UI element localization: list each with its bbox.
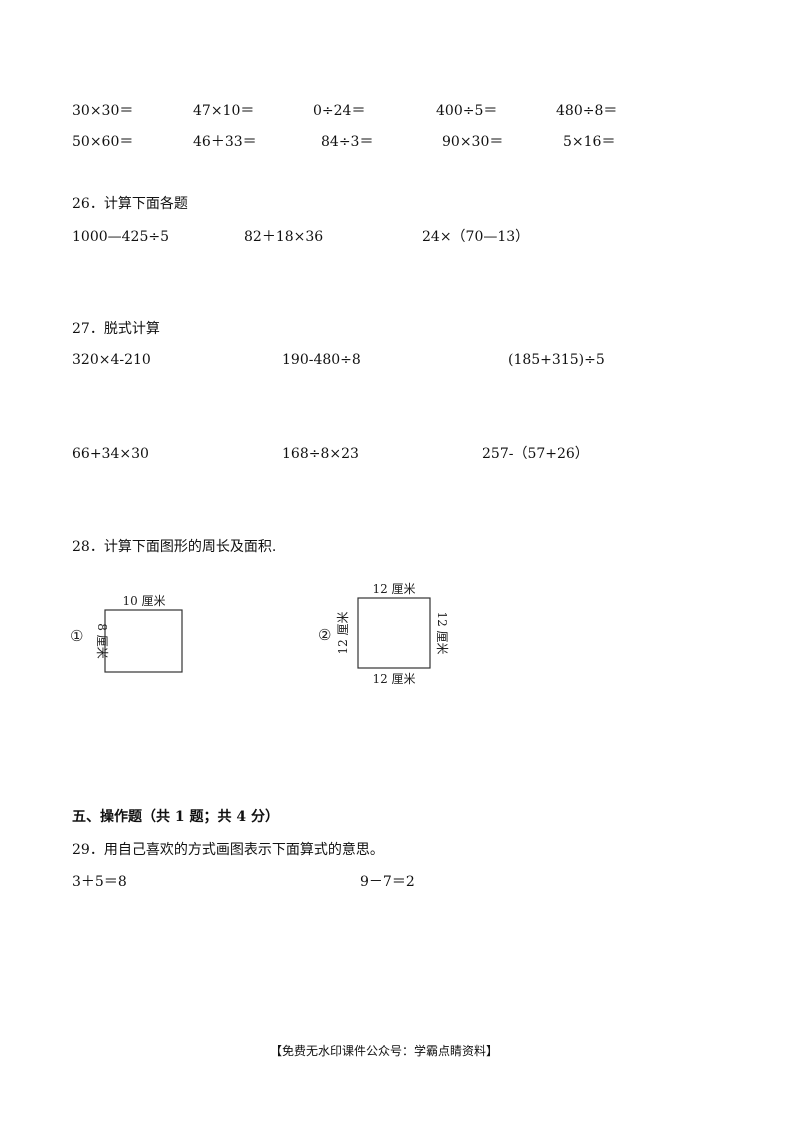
arith-item: 480÷8＝: [556, 103, 618, 119]
q27-title: 27．脱式计算: [72, 321, 160, 337]
q27-item: 66+34×30: [72, 446, 149, 462]
left-width-label: 8 厘米: [95, 623, 109, 658]
q29-item: 3＋5＝8: [72, 874, 127, 890]
page-footer: 【免费无水印课件公众号：学霸点睛资料】: [270, 1044, 499, 1058]
q27-item: 320×4-210: [72, 352, 151, 368]
q26-item: 24×（70—13）: [422, 229, 530, 245]
q27-item: 257-（57+26）: [482, 446, 589, 462]
left-side-label: 12 厘米: [336, 611, 350, 654]
q28-title: 28．计算下面图形的周长及面积.: [72, 539, 277, 555]
bottom-side-label: 12 厘米: [372, 672, 415, 686]
q26-title: 26．计算下面各题: [72, 196, 188, 212]
arith-item: 46＋33＝: [193, 134, 257, 150]
arith-item: 30×30＝: [72, 103, 134, 119]
arith-item: 0÷24＝: [313, 103, 366, 119]
q27-item: 190-480÷8: [282, 352, 361, 368]
rectangle-shape: [104, 609, 183, 673]
square-figure-2: ② 12 厘米 12 厘米 12 厘米 12 厘米: [318, 582, 449, 686]
q26-item: 1000—425÷5: [72, 229, 169, 245]
section-five-heading: 五、操作题（共 1 题；共 4 分）: [72, 809, 279, 825]
figure-marker: ①: [70, 627, 83, 645]
right-side-label: 12 厘米: [435, 611, 449, 654]
q29-item: 9－7＝2: [360, 874, 415, 890]
q27-item: (185+315)÷5: [508, 352, 605, 368]
top-side-label: 12 厘米: [372, 582, 415, 596]
arith-item: 50×60＝: [72, 134, 134, 150]
arith-item: 47×10＝: [193, 103, 255, 119]
square-shape: [357, 597, 431, 669]
q26-item: 82＋18×36: [244, 229, 324, 245]
rectangle-figure-1: ① 10 厘米 8 厘米: [70, 594, 183, 673]
arith-item: 5×16＝: [563, 134, 616, 150]
arith-item: 84÷3＝: [321, 134, 374, 150]
q27-item: 168÷8×23: [282, 446, 359, 462]
arith-item: 400÷5＝: [436, 103, 498, 119]
arith-item: 90×30＝: [442, 134, 504, 150]
q29-title: 29．用自己喜欢的方式画图表示下面算式的意思。: [72, 842, 384, 858]
top-length-label: 10 厘米: [122, 594, 165, 608]
figure-marker: ②: [318, 626, 331, 644]
